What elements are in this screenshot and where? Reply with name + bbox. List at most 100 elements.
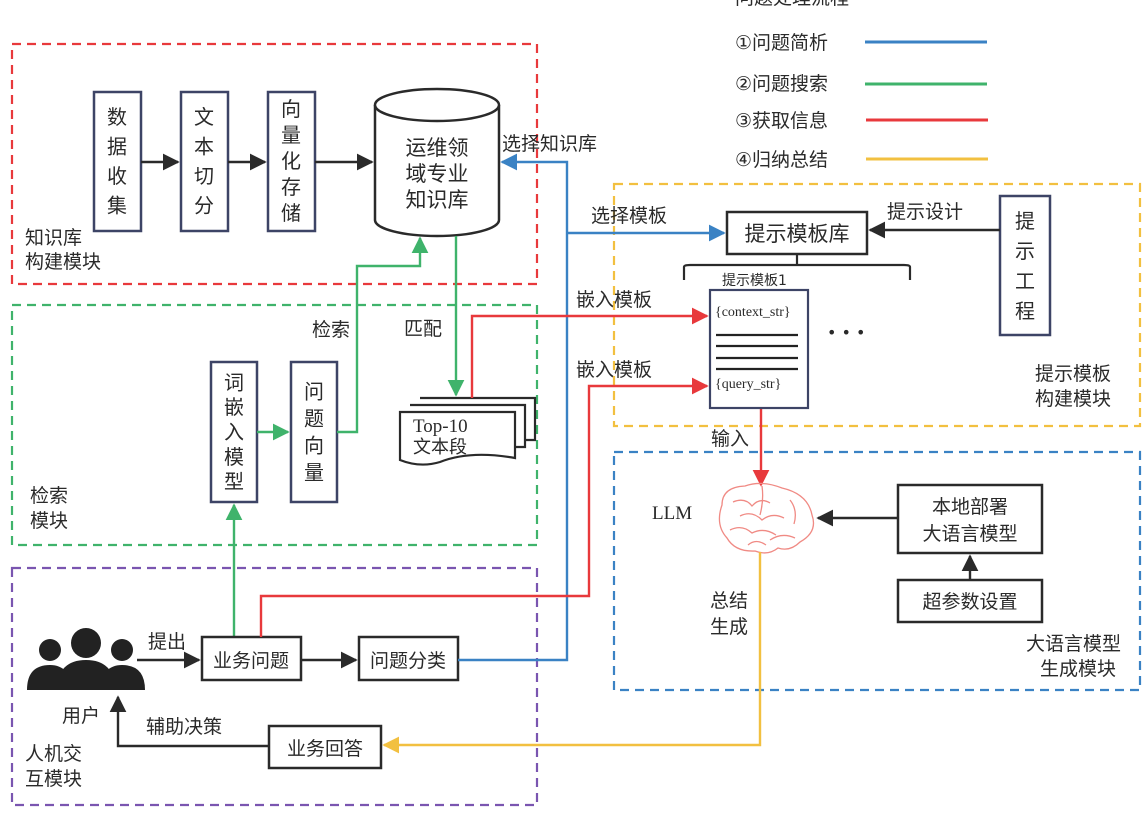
edge-label-select-kb: 选择知识库 (502, 133, 597, 155)
module-frame-kb (10, 42, 539, 286)
module-label-hci-2: 互模块 (25, 768, 82, 790)
legend-item-summarize: ④归纳总结 (735, 149, 828, 171)
legend-title: 问题处理流程 (735, 0, 849, 9)
question-classification-box[interactable]: 问题分类 (357, 635, 460, 682)
vertical-char: 存 (281, 175, 301, 199)
query-str-placeholder: {query_str} (715, 377, 781, 392)
flow-embed-query (259, 377, 709, 637)
module-label-llm-2: 生成模块 (1040, 658, 1116, 680)
edge-label-prompt-design: 提示设计 (887, 201, 963, 223)
template1-title: 提示模板1 (722, 273, 787, 289)
business-question-label: 业务问题 (213, 650, 289, 672)
more-templates-ellipsis: • • • (827, 323, 865, 342)
edge-label-match: 匹配 (404, 318, 442, 340)
hyperparameter-settings-label: 超参数设置 (922, 591, 1017, 613)
prompt-template-library-box[interactable]: 提示模板库 (725, 210, 869, 256)
knowledge-base-database[interactable]: 运维领 域专业 知识库 (373, 87, 501, 238)
flow-retrieve (337, 236, 429, 434)
edge-label-select-template: 选择模板 (591, 205, 667, 227)
vertical-char: 工 (1015, 269, 1035, 293)
vertical-char: 化 (281, 149, 301, 173)
local-llm-label-2: 大语言模型 (922, 523, 1017, 545)
user-group-icon (27, 628, 145, 690)
vertical-char: 提 (1015, 209, 1035, 233)
vertical-char: 收 (107, 164, 127, 188)
module-label-retrieval-1: 检索 (30, 485, 68, 507)
vertical-char: 量 (281, 123, 301, 147)
vertical-char: 数 (107, 105, 127, 129)
edge-label-raise: 提出 (148, 631, 186, 653)
vertical-char: 量 (304, 461, 324, 485)
vertical-char: 本 (194, 134, 214, 158)
vertical-char: 程 (1015, 299, 1035, 323)
legend-item-search: ②问题搜索 (735, 73, 828, 95)
prompt-template-library-label: 提示模板库 (745, 222, 850, 246)
edge-label-input: 输入 (711, 428, 749, 450)
vertical-char: 模 (224, 445, 244, 469)
vertical-char: 示 (1015, 239, 1035, 263)
db-label-1: 运维领 (406, 136, 469, 160)
top10-label-2: 文本段 (413, 437, 467, 458)
module-frame-prompt (612, 182, 1142, 428)
db-label-2: 域专业 (406, 162, 469, 186)
module-frame-llm (612, 450, 1142, 692)
hyperparameter-settings-box[interactable]: 超参数设置 (896, 578, 1044, 624)
vertical-char: 型 (224, 470, 244, 494)
local-llm-label-1: 本地部署 (932, 496, 1008, 518)
module-label-prompt-2: 构建模块 (1035, 388, 1111, 410)
llm-brain-icon (718, 482, 815, 554)
vertical-char: 词 (224, 370, 244, 394)
flow-embed-context (470, 307, 709, 398)
vertical-char: 储 (281, 201, 301, 225)
context-str-placeholder: {context_str} (715, 305, 791, 320)
local-llm-box[interactable]: 本地部署 大语言模型 (896, 483, 1044, 555)
vertical-char: 分 (194, 193, 214, 217)
top10-text-segments[interactable]: Top-10 文本段 (398, 396, 537, 466)
vertical-char: 问 (304, 380, 324, 404)
vertical-char: 文 (194, 105, 214, 129)
flow-summary-generation (382, 552, 762, 754)
question-classification-label: 问题分类 (370, 650, 446, 672)
edge-label-assist-decision: 辅助决策 (146, 716, 222, 738)
edge-label-embed-template-1: 嵌入模板 (576, 289, 652, 311)
module-label-kb-1: 知识库 (25, 227, 82, 249)
vertical-char: 据 (107, 134, 127, 158)
edge-label-summary-2: 生成 (710, 616, 748, 638)
llm-label: LLM (652, 503, 692, 524)
legend-item-analysis: ①问题简析 (735, 32, 828, 54)
edge-label-embed-template-2: 嵌入模板 (576, 359, 652, 381)
module-label-llm-1: 大语言模型 (1026, 633, 1121, 655)
legend: 问题处理流程 ①问题简析 ②问题搜索 ③获取信息 ④归纳总结 (735, 0, 988, 171)
business-answer-box[interactable]: 业务回答 (267, 724, 383, 770)
vertical-char: 向 (304, 434, 324, 458)
vertical-char: 向 (281, 97, 301, 121)
vertical-char: 集 (107, 193, 127, 217)
business-question-box[interactable]: 业务问题 (200, 635, 303, 682)
module-frame-hci (10, 566, 539, 807)
user-label: 用户 (62, 705, 100, 727)
legend-item-fetch: ③获取信息 (735, 110, 828, 132)
vertical-char: 题 (304, 407, 324, 431)
db-label-3: 知识库 (406, 188, 469, 212)
module-label-hci-1: 人机交 (25, 743, 82, 765)
edge-label-retrieve: 检索 (312, 319, 350, 341)
vertical-char: 入 (224, 420, 244, 444)
prompt-template-1-card[interactable]: {context_str} {query_str} (708, 288, 810, 410)
vertical-char: 嵌 (224, 395, 244, 419)
template-brace (682, 255, 912, 280)
arrow-answer-to-user (109, 695, 269, 748)
edge-label-summary-1: 总结 (710, 590, 748, 612)
flow-select-kb (458, 153, 569, 662)
